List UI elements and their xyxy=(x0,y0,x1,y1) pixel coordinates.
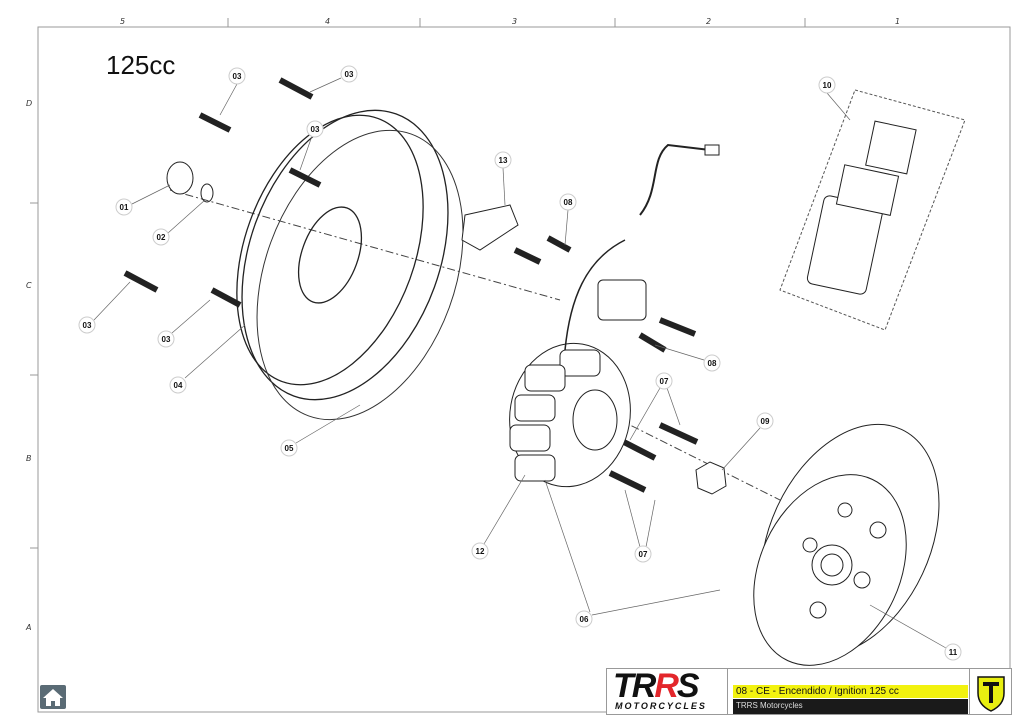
callout-label: 11 xyxy=(949,648,958,657)
callout-label: 03 xyxy=(233,72,242,81)
callout-label: 08 xyxy=(564,198,573,207)
callout-03: 03 xyxy=(228,67,246,85)
wire xyxy=(639,143,711,216)
puller-box xyxy=(779,89,966,331)
callout-06: 06 xyxy=(575,610,593,628)
callout-03: 03 xyxy=(78,316,96,334)
column-label: 4 xyxy=(325,17,330,26)
callout-label: 07 xyxy=(639,550,648,559)
callout-label: 07 xyxy=(660,377,669,386)
drawing-frame xyxy=(37,26,1011,713)
flywheel-puller xyxy=(806,120,917,295)
pickup-coil xyxy=(597,279,647,321)
trrs-shield-logo xyxy=(969,669,1012,714)
callout-label: 06 xyxy=(580,615,589,624)
column-label: 2 xyxy=(706,17,711,26)
callout-04: 04 xyxy=(169,376,187,394)
page-title: 125cc xyxy=(106,50,176,80)
callout-label: 05 xyxy=(285,444,294,453)
trrs-logo: TRRS MOTORCYCLES xyxy=(607,667,728,714)
plug xyxy=(166,161,194,195)
callout-07: 07 xyxy=(634,545,652,563)
company-name: TRRS Motorcycles xyxy=(733,699,968,714)
bracket xyxy=(461,204,519,251)
column-label: 3 xyxy=(512,17,517,26)
row-label: B xyxy=(26,454,32,463)
o-ring xyxy=(200,183,214,203)
callout-label: 01 xyxy=(120,203,129,212)
callout-07: 07 xyxy=(655,372,673,390)
callout-label: 10 xyxy=(823,81,832,90)
callout-label: 03 xyxy=(311,125,320,134)
title-block: TRRS MOTORCYCLES 08 - CE - Encendido / I… xyxy=(606,667,1012,715)
callout-label: 08 xyxy=(708,359,717,368)
connector xyxy=(704,144,720,156)
callout-03: 03 xyxy=(306,120,324,138)
callout-05: 05 xyxy=(280,439,298,457)
column-label: 1 xyxy=(895,17,900,26)
callout-02: 02 xyxy=(152,228,170,246)
row-label: D xyxy=(26,99,32,108)
callout-label: 09 xyxy=(761,417,770,426)
callout-label: 13 xyxy=(499,156,508,165)
callout-label: 04 xyxy=(174,381,183,390)
bolts xyxy=(123,77,699,493)
home-button[interactable] xyxy=(40,685,66,709)
callout-12: 12 xyxy=(471,542,489,560)
callout-label: 12 xyxy=(476,547,485,556)
callout-label: 03 xyxy=(162,335,171,344)
ignition-cover xyxy=(236,109,449,401)
callout-08: 08 xyxy=(559,193,577,211)
gasket xyxy=(256,129,464,421)
callout-11: 11 xyxy=(944,643,962,661)
drawing-title: 08 - CE - Encendido / Ignition 125 cc xyxy=(733,685,968,698)
home-icon xyxy=(43,689,63,706)
column-label: 5 xyxy=(120,17,125,26)
callout-03: 03 xyxy=(157,330,175,348)
row-label: A xyxy=(25,623,31,632)
callout-label: 03 xyxy=(345,70,354,79)
callout-01: 01 xyxy=(115,198,133,216)
flywheel xyxy=(753,423,940,666)
callout-label: 02 xyxy=(157,233,166,242)
callout-label: 03 xyxy=(83,321,92,330)
callout-10: 10 xyxy=(818,76,836,94)
callout-03: 03 xyxy=(340,65,358,83)
row-label: C xyxy=(26,281,32,290)
callout-09: 09 xyxy=(756,412,774,430)
nut xyxy=(695,461,727,495)
stator xyxy=(509,342,631,488)
callout-08: 08 xyxy=(703,354,721,372)
callout-13: 13 xyxy=(494,151,512,169)
